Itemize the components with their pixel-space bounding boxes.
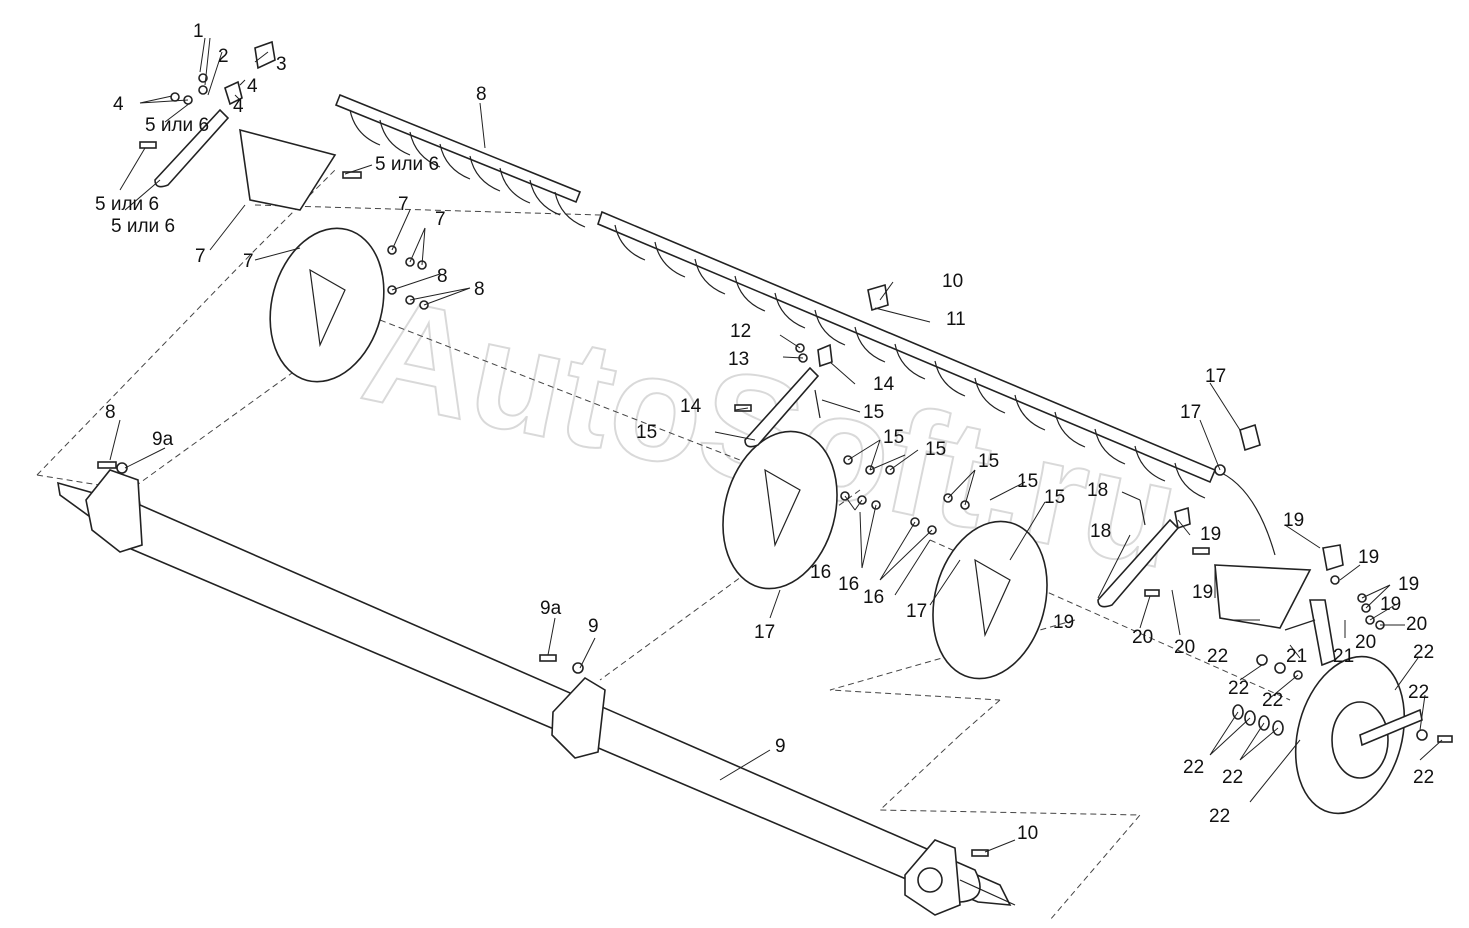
callout-15: 8 [105,402,116,423]
callout-18: 20 [1406,614,1427,635]
crank-arm-left [154,108,230,188]
disc-left [269,227,385,383]
callout-9: 19 [1283,510,1304,531]
callout-1: 9 [775,736,786,757]
main-shaft [57,469,1016,916]
callout-8: 21 [1333,646,1354,667]
leader-lines [109,37,1443,853]
crank-arm-middle [744,366,820,448]
callout-22: 16 [810,562,831,583]
callout-15: 5 или 6 [95,194,159,215]
callout-15: 14 [680,396,702,417]
callout-17: 19 [1398,574,1419,595]
callout-14: 5 или 6 [375,154,439,175]
end-disc [1294,655,1423,815]
callout-18: 4 [113,94,124,115]
callout-19: 15 [978,451,999,472]
callout-2: 8 [476,84,487,105]
callout-17: 20 [1174,637,1195,658]
callout-16: 15 [863,402,884,423]
callout-7: 11 [946,309,966,330]
callout-9: 17 [1205,366,1226,387]
callout-11: 22 [1408,682,1429,703]
callout-20: 2 [218,46,229,67]
callout-20: 19 [1380,594,1401,615]
callout-4: 15 [1044,487,1065,508]
callout-19: 15 [925,439,946,460]
callout-5-or-6: 5 или 6 [111,216,175,237]
callout-3: 22 [1413,642,1434,663]
callout-10: 22 [1207,646,1228,667]
crank-arm-right-b [1309,599,1336,667]
callout-22: 9а [152,429,174,450]
callouts: 1 2 3 4 4 4 5 или 6 5 или 6 5 или 6 5 ил… [95,21,1434,844]
tine-bar-upper [334,93,586,228]
guard-left [239,128,337,211]
callout-9a: 3 [276,54,287,75]
callout-5-or-6: 19 [1053,612,1074,633]
disc-middle [722,430,838,590]
guard-right [1214,564,1312,629]
callout-8: 19 [1200,524,1221,545]
callout-10: 7 [195,246,206,267]
callout-5-or-6: 22 [1209,806,1230,827]
callout-15: 22 [1413,767,1434,788]
callout-8: 14 [873,374,895,395]
callout-9a: 10 [942,271,963,292]
callout-4: 17 [754,622,775,643]
callout-15: 9а [540,598,562,619]
callout-19: 22 [1228,678,1249,699]
callout-22: 15 [1017,471,1038,492]
callout-7: 17 [1180,402,1201,423]
callout-12: 22 [1183,757,1204,778]
callout-7: 19 [1358,547,1379,568]
callout-22: 7 [398,194,409,215]
callout-8: 4 [233,96,244,117]
callout-21: 5 или 6 [145,115,209,136]
callout-17: 12 [730,321,751,342]
callout-22: 9 [588,616,599,637]
callout-14: 19 [1192,582,1213,603]
callout-22: 8 [437,266,448,287]
crank-arm-right-a [1097,518,1180,608]
callout-19: 16 [838,574,859,595]
callout-17: 1 [193,21,204,42]
callout-20: 18 [1090,521,1111,542]
disc-right [932,520,1048,680]
callout-13: 22 [1222,767,1243,788]
callout-16: 21 [1286,646,1307,667]
callout-20: 13 [728,349,749,370]
callout-22: 22 [1262,690,1283,711]
callout-4: 7 [243,251,254,272]
callout-7: 4 [247,76,258,97]
callout-19: 16 [863,587,884,608]
hardware [97,40,1453,857]
callout-15: 20 [1132,627,1153,648]
tine-bar-lower [597,210,1276,556]
callout-19: 8 [474,279,485,300]
callout-22: 15 [883,427,904,448]
callout-21: 20 [1355,632,1376,653]
callout-16: 18 [1087,480,1108,501]
callout-15: 10 [1017,823,1038,844]
callout-5-or-6: 15 [636,422,657,443]
callout-19: 7 [435,209,446,230]
callout-22: 17 [906,601,927,622]
